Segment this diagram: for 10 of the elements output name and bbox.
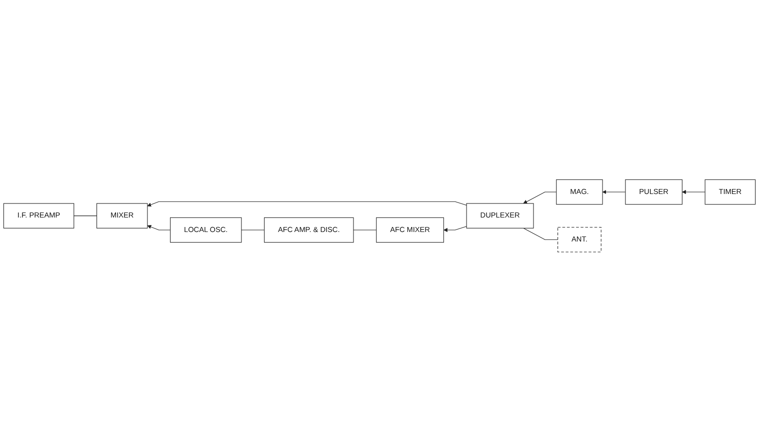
connector xyxy=(523,228,558,240)
connector xyxy=(74,215,98,216)
arrow xyxy=(682,190,706,194)
connector xyxy=(353,229,377,230)
arrow xyxy=(147,224,171,230)
connector xyxy=(241,229,265,230)
arrow xyxy=(147,201,467,206)
arrow xyxy=(523,191,557,204)
arrow xyxy=(602,190,626,194)
arrow xyxy=(444,226,467,232)
